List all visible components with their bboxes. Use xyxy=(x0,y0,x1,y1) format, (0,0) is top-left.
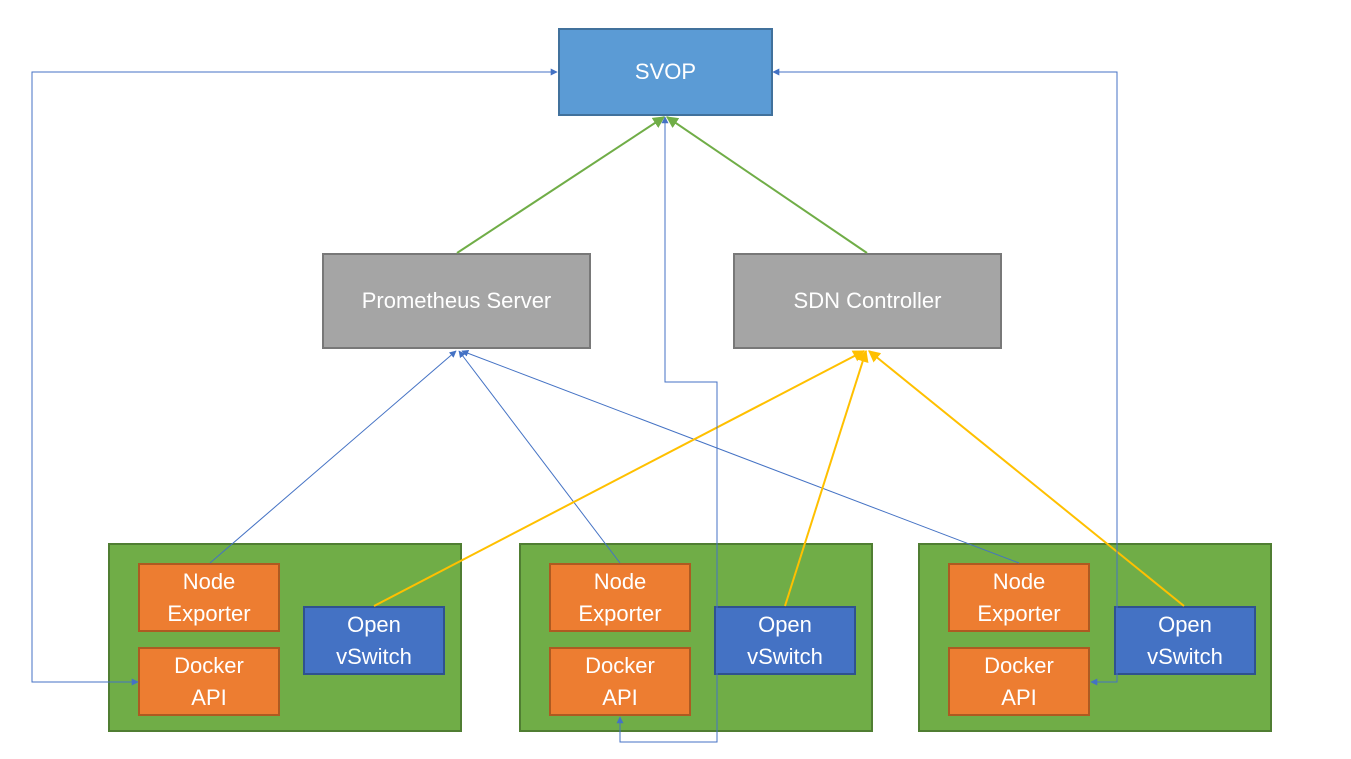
docker-api-label: Docker API xyxy=(585,652,655,710)
host-2-open-vswitch[interactable]: Open vSwitch xyxy=(714,606,856,675)
prometheus-server-node[interactable]: Prometheus Server xyxy=(322,253,591,349)
link-prometheus-to-svop xyxy=(456,116,666,254)
sdn-controller-node[interactable]: SDN Controller xyxy=(733,253,1002,349)
prometheus-server-label: Prometheus Server xyxy=(361,288,552,313)
host-2-node-exporter[interactable]: Node Exporter xyxy=(549,563,691,632)
host-1-docker-api[interactable]: Docker API xyxy=(138,647,280,716)
open-vswitch-label: Open vSwitch xyxy=(747,611,823,669)
svop-label: SVOP xyxy=(634,59,697,84)
host-3-open-vswitch[interactable]: Open vSwitch xyxy=(1114,606,1256,675)
sdn-controller-label: SDN Controller xyxy=(793,288,942,313)
link-host3-exporter-to-prometheus xyxy=(461,349,1020,564)
host-1-node-exporter[interactable]: Node Exporter xyxy=(138,563,280,632)
host-3-docker-api[interactable]: Docker API xyxy=(948,647,1090,716)
node-exporter-label: Node Exporter xyxy=(977,568,1061,626)
open-vswitch-label: Open vSwitch xyxy=(1147,611,1223,669)
docker-api-label: Docker API xyxy=(984,652,1054,710)
link-sdn-to-svop xyxy=(666,116,868,254)
host-3-node-exporter[interactable]: Node Exporter xyxy=(948,563,1090,632)
host-1-open-vswitch[interactable]: Open vSwitch xyxy=(303,606,445,675)
node-exporter-label: Node Exporter xyxy=(578,568,662,626)
host-2-docker-api[interactable]: Docker API xyxy=(549,647,691,716)
node-exporter-label: Node Exporter xyxy=(167,568,251,626)
link-host1-exporter-to-prometheus xyxy=(209,350,457,564)
link-host2-exporter-to-prometheus xyxy=(458,350,621,564)
docker-api-label: Docker API xyxy=(174,652,244,710)
open-vswitch-label: Open vSwitch xyxy=(336,611,412,669)
svop-node[interactable]: SVOP xyxy=(558,28,773,116)
